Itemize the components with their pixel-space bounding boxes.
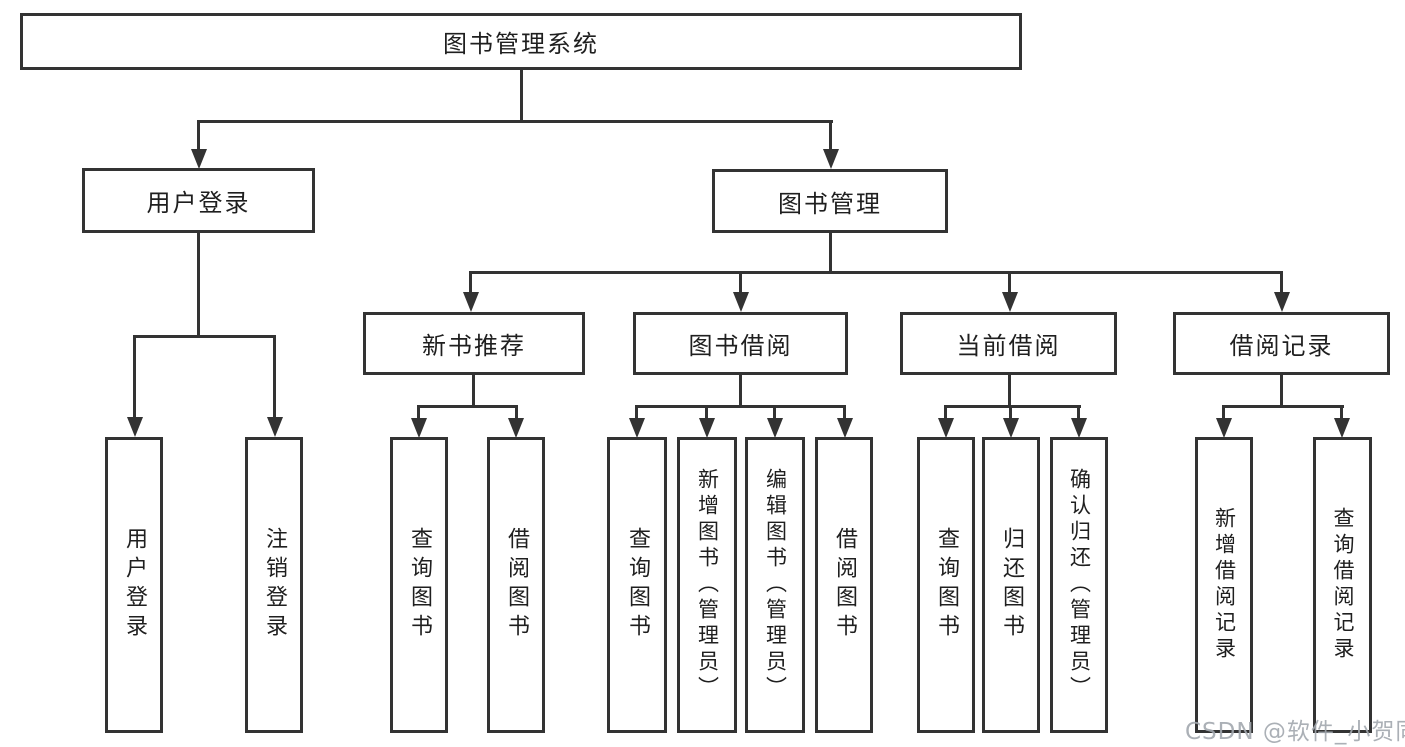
connector-drop-book-borrow — [739, 271, 742, 294]
connector-drop-book-management — [829, 120, 832, 151]
arrow-down-icon — [508, 418, 524, 438]
node-label: 用户登录 — [146, 189, 251, 217]
connector-drop-borrow-records — [1280, 271, 1283, 294]
connector-drop-leaf — [705, 405, 708, 420]
arrow-down-icon — [823, 149, 839, 169]
leaf-label: 查询图书 — [934, 527, 959, 643]
arrow-down-icon — [1002, 292, 1018, 312]
leaf-label: 用户登录 — [122, 527, 147, 643]
connector-drop-leaf — [515, 405, 518, 420]
leaf-label: 编辑图书（管理员） — [763, 468, 788, 702]
connector-drop-new-book — [469, 271, 472, 294]
connector-current-borrow-stem — [1008, 373, 1011, 408]
connector-drop-leaf — [133, 335, 136, 419]
connector-drop-leaf — [417, 405, 420, 420]
connector-new-book-hline — [417, 405, 518, 408]
connector-user-login-stem — [197, 233, 200, 338]
csdn-watermark: CSDN @软件_小贺同学 — [1185, 719, 1405, 745]
leaf-label: 借阅图书 — [832, 527, 857, 643]
leaf-label: 查询图书 — [625, 527, 650, 643]
arrow-down-icon — [1003, 418, 1019, 438]
node-book-borrow: 图书借阅 — [633, 312, 848, 375]
leaf-borrow-books-recommend: 借阅图书 — [487, 437, 545, 733]
leaf-user-login: 用户登录 — [105, 437, 163, 733]
leaf-label: 新增图书（管理员） — [695, 468, 720, 702]
connector-root-hline — [197, 120, 833, 123]
leaf-label: 归还图书 — [999, 527, 1024, 643]
node-label: 图书管理 — [778, 189, 882, 218]
arrow-down-icon — [837, 418, 853, 438]
connector-drop-leaf — [1340, 405, 1343, 420]
node-borrow-records: 借阅记录 — [1173, 312, 1390, 375]
leaf-label: 注销登录 — [262, 527, 287, 643]
node-current-borrow: 当前借阅 — [900, 312, 1117, 375]
leaf-logout: 注销登录 — [245, 437, 303, 733]
arrow-down-icon — [463, 292, 479, 312]
leaf-label: 借阅图书 — [504, 527, 529, 643]
arrow-down-icon — [267, 417, 283, 437]
leaf-label: 查询借阅记录 — [1331, 507, 1355, 663]
connector-new-book-stem — [472, 373, 475, 408]
connector-drop-user-login — [197, 120, 200, 151]
arrow-down-icon — [1274, 292, 1290, 312]
leaf-confirm-return-admin: 确认归还（管理员） — [1050, 437, 1108, 733]
connector-drop-leaf — [1077, 405, 1080, 420]
leaf-label: 查询图书 — [407, 527, 432, 643]
node-library-management-system: 图书管理系统 — [20, 13, 1022, 70]
arrow-down-icon — [767, 418, 783, 438]
connector-user-login-hline — [133, 335, 276, 338]
arrow-down-icon — [938, 418, 954, 438]
connector-drop-leaf — [1009, 405, 1012, 420]
leaf-return-books: 归还图书 — [982, 437, 1040, 733]
arrow-down-icon — [191, 149, 207, 169]
node-label: 图书管理系统 — [443, 30, 599, 58]
connector-book-borrow-stem — [739, 373, 742, 408]
arrow-down-icon — [1071, 418, 1087, 438]
connector-drop-leaf — [1222, 405, 1225, 420]
connector-drop-leaf — [944, 405, 947, 420]
connector-root-stem — [520, 70, 523, 122]
arrow-down-icon — [411, 418, 427, 438]
leaf-query-books-recommend: 查询图书 — [390, 437, 448, 733]
connector-borrow-records-stem — [1280, 373, 1283, 408]
leaf-query-borrow-record: 查询借阅记录 — [1313, 437, 1372, 733]
connector-drop-leaf — [843, 405, 846, 420]
leaf-borrow-books: 借阅图书 — [815, 437, 873, 733]
leaf-query-books-current: 查询图书 — [917, 437, 975, 733]
node-label: 新书推荐 — [422, 332, 526, 360]
arrow-down-icon — [1334, 418, 1350, 438]
node-label: 借阅记录 — [1229, 332, 1334, 360]
node-label: 当前借阅 — [956, 332, 1061, 360]
arrow-down-icon — [1216, 418, 1232, 438]
leaf-add-books-admin: 新增图书（管理员） — [677, 437, 737, 733]
leaf-add-borrow-record: 新增借阅记录 — [1195, 437, 1253, 733]
leaf-edit-books-admin: 编辑图书（管理员） — [745, 437, 805, 733]
connector-borrow-records-hline — [1222, 405, 1344, 408]
arrow-down-icon — [733, 292, 749, 312]
connector-current-borrow-hline — [944, 405, 1081, 408]
connector-drop-leaf — [273, 335, 276, 419]
node-user-login: 用户登录 — [82, 168, 315, 233]
node-new-book-recommend: 新书推荐 — [363, 312, 585, 375]
connector-book-borrow-hline — [635, 405, 846, 408]
connector-drop-current-borrow — [1008, 271, 1011, 294]
connector-book-management-hline — [469, 271, 1283, 274]
leaf-query-books-borrow: 查询图书 — [607, 437, 667, 733]
arrow-down-icon — [127, 417, 143, 437]
arrow-down-icon — [699, 418, 715, 438]
connector-book-management-stem — [829, 233, 832, 274]
node-label: 图书借阅 — [688, 332, 793, 360]
leaf-label: 新增借阅记录 — [1212, 507, 1237, 663]
leaf-label: 确认归还（管理员） — [1067, 468, 1092, 702]
arrow-down-icon — [629, 418, 645, 438]
node-book-management: 图书管理 — [712, 169, 948, 233]
connector-drop-leaf — [635, 405, 638, 420]
connector-drop-leaf — [773, 405, 776, 420]
